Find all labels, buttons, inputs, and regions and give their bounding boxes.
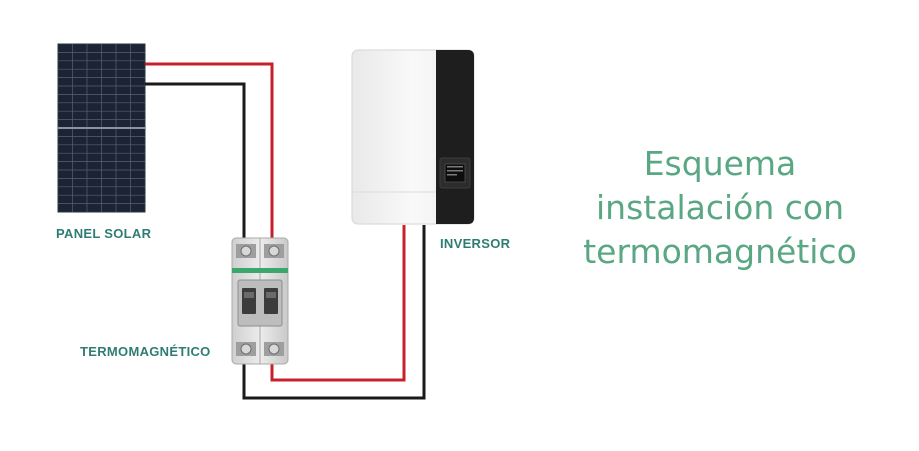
inverter-screen-icon [447,166,463,176]
wire-inverter-negative [242,225,426,400]
breaker-label: TERMOMAGNÉTICO [80,344,211,359]
solar-panel [57,43,146,213]
wire-panel-negative [145,82,246,240]
title-line-3: termomagnético [583,232,857,271]
title-line-2: instalación con [596,188,844,227]
diagram-title: Esquema instalación con termomagnético [560,142,880,274]
breaker [231,237,289,365]
wire-panel-positive [145,62,274,240]
inverter [351,49,475,225]
title-line-1: Esquema [643,144,797,183]
wire-inverter-positive [270,225,406,382]
panel-solar-label: PANEL SOLAR [56,226,152,241]
inverter-label: INVERSOR [440,236,511,251]
